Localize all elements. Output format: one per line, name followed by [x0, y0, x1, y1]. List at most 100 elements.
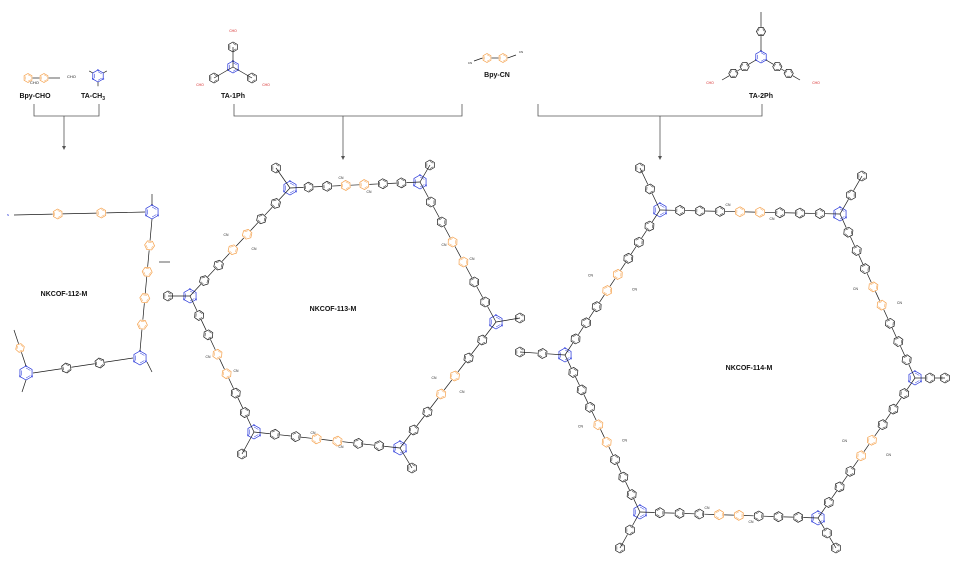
cof113-edge-4-ring-1 — [239, 407, 250, 418]
cof114-edge-5-ring-6-double-bond — [624, 259, 629, 263]
cof114-edge-5-ring-4 — [602, 285, 613, 296]
triazine-n-atom: N — [133, 360, 135, 364]
ta-2ph-left-arm-link — [721, 75, 730, 81]
triazine-n-atom: N — [157, 214, 159, 218]
cof112-top-arm-ring-1 — [52, 208, 63, 220]
cof113-edge-4-ring-4-double-bond — [217, 350, 221, 353]
ta-1ph-arm — [232, 66, 253, 79]
cof114-triazine-0-double-bond — [659, 212, 665, 216]
cof114-edge-0-ring-5-double-bond — [759, 208, 764, 211]
cof112-right-arm-ring-3 — [139, 293, 151, 304]
cof114-edge-5-ring-7 — [634, 236, 644, 248]
cof113-edge-5-ring-5-double-bond — [258, 215, 263, 217]
cof113-edge-1-ring-5 — [469, 276, 480, 288]
cof113-edge-4-ring-6-double-bond — [199, 311, 203, 315]
cof114-triazine-2-double-bond — [914, 372, 920, 376]
cof114-edge-1-ring-1-double-bond — [845, 228, 849, 231]
cof112-right-arm-ring-3-double-bond — [140, 297, 143, 302]
cof114-triazine-3-double-bond — [817, 512, 823, 516]
cof114-biphenyl-0-ring-1-double-bond — [649, 190, 654, 193]
bpy-cho-left-pyridine-double-bond — [27, 79, 31, 82]
cof113-cn: CN — [432, 376, 437, 380]
triazine-n-atom: N — [283, 190, 285, 194]
cof112-top-arm-ring-1-double-bond — [57, 210, 61, 213]
triazine-n-atom: N — [817, 509, 819, 513]
cof112-right-arm-ring-1-double-bond — [145, 244, 148, 249]
cof114-cn: CN — [853, 287, 858, 291]
cof114-edge-4-ring-1 — [626, 489, 637, 500]
monomer-ta-ch3: NNN TA-CH3 — [81, 68, 108, 102]
cof114-biphenyl-0-ring-1 — [645, 183, 655, 195]
cof112-top-arm-link — [106, 211, 146, 214]
bpy-cn-right-ch2 — [507, 54, 517, 59]
cof114-edge-4-link — [564, 354, 572, 369]
triazine-n-atom: N — [823, 520, 825, 524]
cof114-edge-2-ring-6 — [845, 465, 856, 477]
label-ta-2ph: TA-2Ph — [749, 93, 773, 100]
cof113-edge-2-link — [416, 415, 425, 427]
cof114-cn: CN — [622, 439, 627, 443]
triazine-n-atom: N — [289, 179, 291, 183]
cof114-edge-3-ring-3-double-bond — [755, 512, 759, 515]
triazine-n-atom: N — [633, 514, 635, 518]
cof112-left-stub-link — [21, 352, 27, 367]
cof112-bottom-arm-ring-1 — [61, 362, 72, 374]
cof114-edge-4-ring-7 — [576, 384, 587, 396]
cof112-bottom-arm-link — [32, 368, 62, 374]
cof114-edge-2-ring-4 — [867, 434, 877, 446]
cof113-edge-4-ring-3-double-bond — [226, 369, 230, 373]
cof114-edge-2-ring-3-double-bond — [882, 420, 887, 424]
cof113-edge-5-link — [278, 187, 291, 200]
ta-2ph-left-arm-ring-2-double-bond — [729, 70, 732, 74]
cof113-cn: CN — [339, 445, 344, 449]
cof114-edge-4-ring-1-double-bond — [631, 496, 635, 499]
triazine-n-atom: N — [665, 212, 667, 216]
cof113-edge-0-ring-4-double-bond — [364, 180, 368, 183]
triazine-n-atom: N — [489, 324, 491, 328]
cof114-edge-1-ring-2-double-bond — [853, 251, 857, 255]
cof114-edge-5-ring-5-double-bond — [614, 270, 619, 273]
cof112-left-stub-ring-1-double-bond — [19, 349, 23, 352]
cof114-edge-4-link — [625, 481, 630, 491]
ta-1ph-cho-left: CHO — [196, 83, 204, 87]
ta-2ph-triazine-ring — [755, 50, 767, 64]
cof114-cn: CN — [897, 301, 902, 305]
cof113-edge-1-ring-3 — [447, 236, 458, 248]
cof114-cn: CN — [578, 425, 583, 429]
cof114-edge-2-ring-5-double-bond — [861, 451, 865, 455]
cof114-edge-0-ring-8-double-bond — [819, 209, 824, 213]
cof114-edge-5-link — [641, 230, 647, 239]
ta-1ph-phenyl-0-double-bond — [232, 48, 237, 51]
cof114-edge-0-ring-6-double-bond — [779, 214, 784, 217]
arrowhead-112 — [62, 146, 66, 150]
cof114-edge-1-link — [850, 236, 855, 247]
cof114-terminal-phenyl-5 — [515, 346, 525, 358]
cof113-edge-5-link — [235, 237, 245, 247]
cof113-edge-4-ring-2-double-bond — [235, 389, 240, 392]
cof113-edge-5-ring-1-double-bond — [201, 276, 206, 279]
ta-2ph-right-arm-ring-1 — [772, 62, 783, 72]
cof114-terminal-phenyl-1-double-bond — [861, 172, 866, 175]
cof114-edge-5-link — [578, 326, 584, 335]
ta-2ph-structure: NNNCHOCHO — [706, 12, 820, 85]
cof114-edge-3-ring-3-double-bond — [755, 517, 759, 520]
cof113-edge-1-ring-1-double-bond — [427, 198, 432, 201]
triazine-n-atom: N — [139, 349, 141, 353]
cof114-biphenyl-0-link — [651, 193, 661, 211]
ta-2ph-right-arm-ring-2-double-bond — [785, 70, 788, 74]
cof113-edge-3-ring-3-double-bond — [333, 442, 338, 445]
cof112-bottom-arm-ring-2-double-bond — [99, 359, 103, 361]
cof113-triazine-4-double-bond — [253, 426, 259, 430]
bpy-cho-right-pyridine-double-bond — [43, 74, 47, 77]
cof114-edge-4-ring-1-double-bond — [631, 490, 636, 494]
bpy-cn-left-pyridine — [482, 53, 492, 63]
cof114-edge-3-ring-2-double-bond — [775, 518, 779, 521]
cof113-edge-3-link — [321, 439, 333, 441]
cof114-edge-2-link — [842, 475, 848, 483]
cof114-edge-4-ring-7-double-bond — [581, 391, 585, 394]
cof114-edge-1-ring-4-double-bond — [869, 288, 874, 291]
cof113-edge-4-ring-1-double-bond — [244, 414, 248, 417]
triazine-n-atom: N — [845, 216, 847, 220]
cof112-bottom-arm-ring-2 — [94, 357, 105, 369]
ta-2ph-right-arm-link — [781, 68, 785, 72]
